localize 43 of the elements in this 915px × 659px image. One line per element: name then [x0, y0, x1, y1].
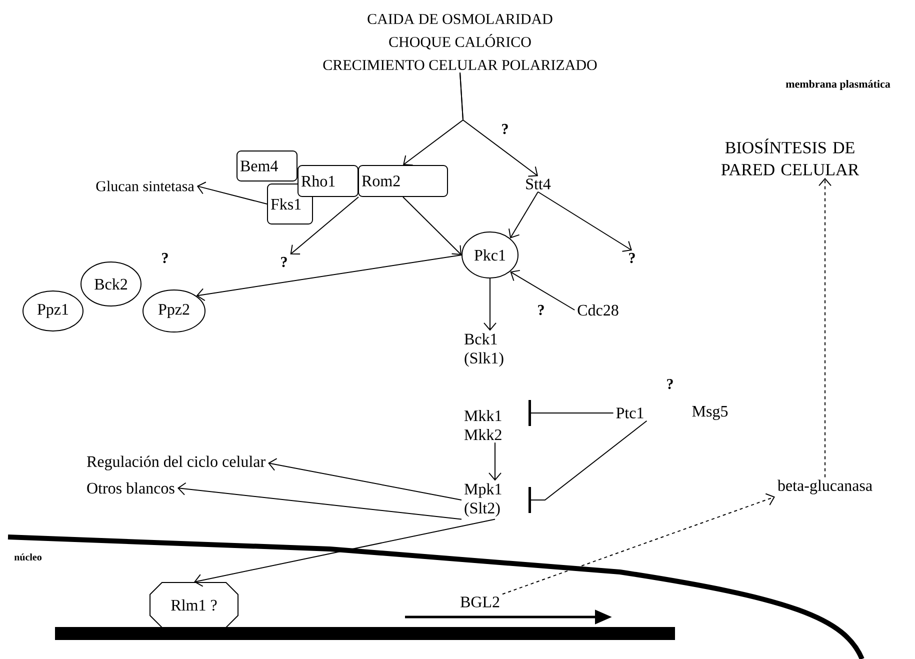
arrow — [460, 72, 538, 177]
protein-box: Rom2 — [358, 165, 448, 197]
question-mark: ? — [629, 252, 635, 264]
arrow — [196, 182, 268, 204]
arrow — [177, 482, 462, 520]
protein-label: BIOSÍNTESIS DE PARED CELULAR — [721, 138, 860, 176]
arrow — [502, 493, 775, 595]
target-label: Otros blancos — [87, 482, 174, 494]
question-mark: ? — [667, 378, 673, 390]
protein-label: Msg5 — [692, 406, 728, 420]
question-mark: ? — [162, 252, 168, 264]
arrow — [528, 400, 614, 426]
arrow — [484, 278, 496, 331]
stimulus-text: CAIDA DE OSMOLARIDAD CHOQUE CALÓRICO CRECIMIENTO CELULAR POLARIZADO — [323, 14, 597, 70]
membrane-label: membrana plasmática — [786, 80, 890, 90]
arrow — [194, 518, 496, 587]
arrow — [488, 442, 502, 481]
question-mark: ? — [538, 304, 544, 316]
nucleus-label: núcleo — [14, 553, 42, 561]
protein-label: Bck1 (Slk1) — [464, 333, 504, 367]
factor-octagon: Rlm1 ? — [150, 582, 238, 628]
protein-label: Cdc28 — [578, 304, 618, 316]
arrow — [538, 191, 632, 252]
protein-box: Bem4 — [236, 150, 298, 182]
protein-label: beta-glucanasa — [777, 480, 872, 494]
arrow — [290, 196, 359, 255]
protein-label: Mpk1 (Slt2) — [464, 483, 502, 517]
target-label: Regulación del ciclo celular — [86, 456, 266, 470]
protein-label: Stt4 — [526, 178, 551, 190]
arrow — [528, 420, 648, 513]
question-mark: ? — [281, 256, 287, 268]
arrow — [508, 191, 538, 238]
arrow — [818, 178, 832, 478]
protein-box: Rho1 — [298, 165, 358, 197]
protein-label: BGL2 — [460, 596, 500, 608]
arrow — [402, 196, 462, 255]
arrow — [510, 270, 576, 310]
arrow — [268, 458, 462, 500]
protein-label: Mkk1 Mkk2 — [464, 410, 502, 440]
protein-label: Ptc1 — [616, 408, 644, 418]
edge-label: ? — [500, 122, 510, 136]
protein-label: Glucan sintetasa — [96, 180, 194, 192]
arrow — [196, 254, 462, 302]
